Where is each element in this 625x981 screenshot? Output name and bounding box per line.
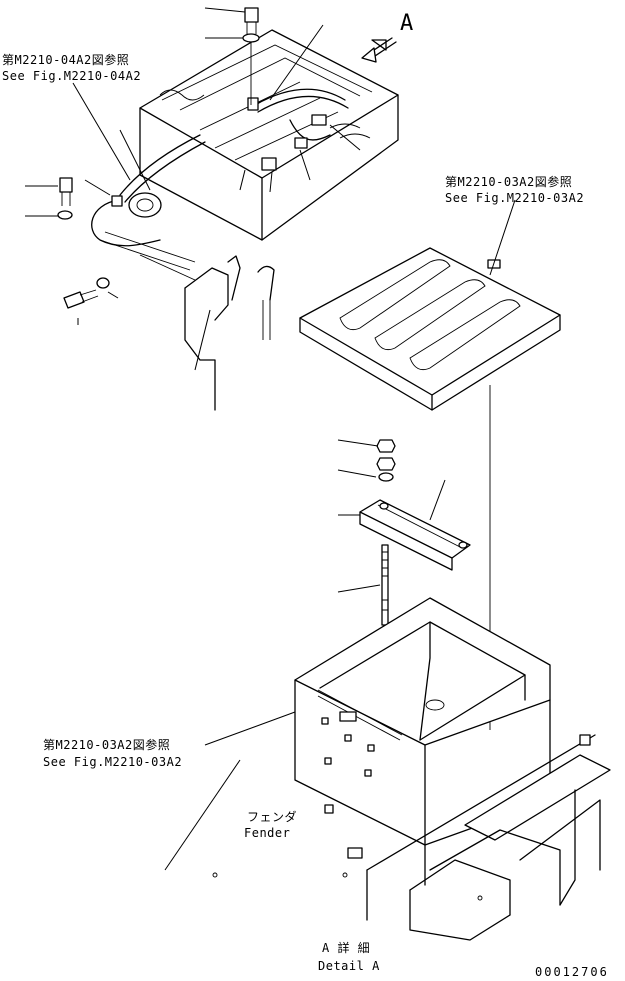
hold-down-hook (184, 255, 275, 411)
battery-assembly (57, 7, 399, 309)
view-a-label: A (400, 11, 414, 36)
ref-m2210-03a2-top-jp-label: 第M2210-03A2図参照 (445, 175, 573, 189)
detail-jp-label: A 詳 細 (322, 941, 371, 955)
battery-tray (294, 597, 551, 846)
clamp-bar (359, 499, 471, 571)
view-arrow-icon (361, 37, 397, 63)
ref-m2210-03a2-top-en-label: See Fig.M2210-03A2 (445, 191, 585, 205)
ref-m2210-04a2-en-label: See Fig.M2210-04A2 (2, 69, 142, 83)
battery-cover (299, 247, 561, 411)
leader-lines (25, 7, 516, 871)
ref-m2210-03a2-mid-jp-label: 第M2210-03A2図参照 (43, 738, 171, 752)
drawing-number: 00012706 (535, 965, 609, 979)
ref-m2210-04a2-jp-label: 第M2210-04A2図参照 (2, 53, 130, 67)
ref-m2210-03a2-mid-en-label: See Fig.M2210-03A2 (43, 755, 183, 769)
fender-jp-label: フェンダ (247, 810, 298, 824)
detail-en-label: Detail A (318, 959, 380, 973)
fender-en-label: Fender (244, 826, 291, 840)
fender (212, 734, 611, 941)
nuts-washers (376, 439, 396, 482)
